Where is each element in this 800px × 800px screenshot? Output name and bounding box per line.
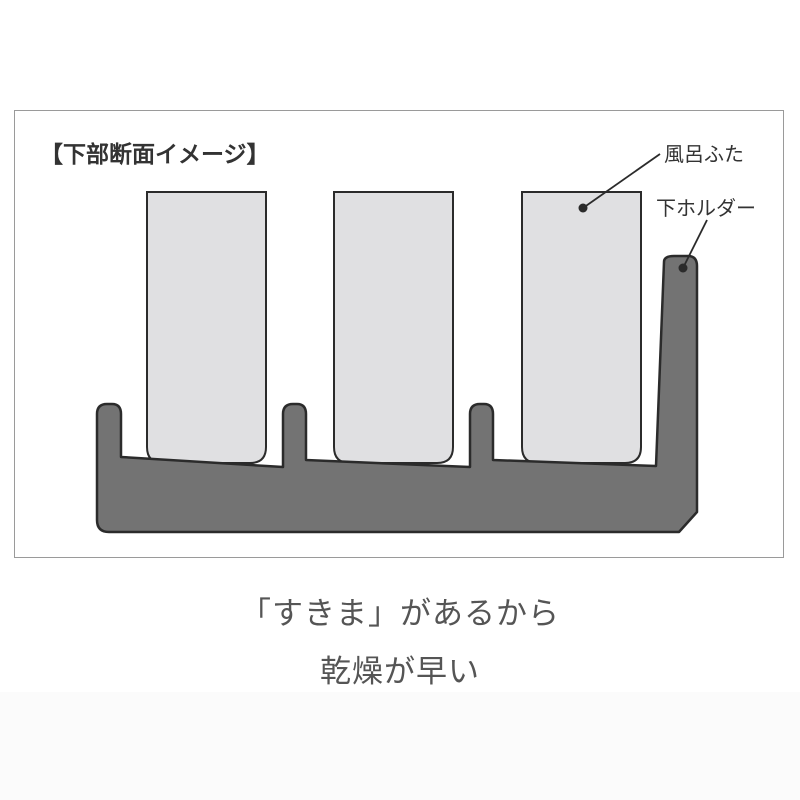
caption-line-2: 乾燥が早い <box>320 654 480 690</box>
lid-label: 風呂ふた <box>664 142 744 166</box>
bottom-background <box>0 692 800 800</box>
lower-holder <box>95 254 699 534</box>
holder-label: 下ホルダー <box>656 196 756 220</box>
lid-callout-dot <box>578 203 588 213</box>
lid-panel-1 <box>146 191 267 464</box>
caption-line-1: 「すきま」があるから <box>240 596 560 632</box>
diagram-title: 【下部断面イメージ】 <box>40 141 270 168</box>
holder-callout-dot <box>678 263 688 273</box>
lid-callout-line <box>582 153 661 209</box>
lid-panel-2 <box>333 191 454 464</box>
lid-panel-3 <box>521 191 642 464</box>
holder-callout-line <box>682 219 708 269</box>
